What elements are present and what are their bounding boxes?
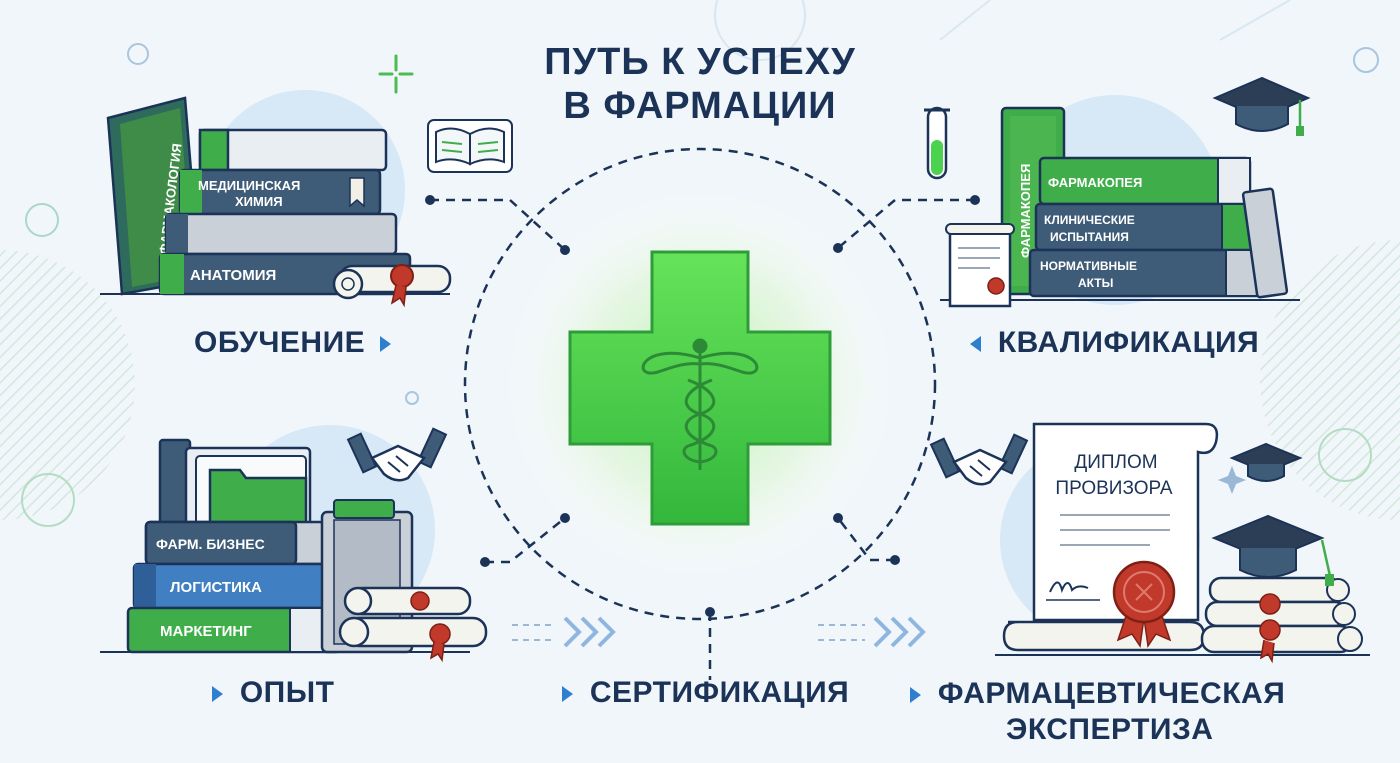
marketing-text: МАРКЕТИНГ xyxy=(160,623,252,640)
pharmacist-diploma: ДИПЛОМ ПРОВИЗОРА xyxy=(1002,422,1219,652)
pharmacopoeia-book-text: ФАРМАКОПЕЯ xyxy=(1048,175,1142,190)
anatomy-text: АНАТОМИЯ xyxy=(190,267,276,284)
stage-experience: ОПЫТ xyxy=(212,676,334,710)
stage-certification-label: СЕРТИФИКАЦИЯ xyxy=(589,676,850,709)
stage-expertise: ФАРМАЦЕВТИЧЕСКАЯ ЭКСПЕРТИЗА xyxy=(910,676,1285,748)
arrow-right-icon xyxy=(379,336,391,353)
graduation-cap-icon xyxy=(1212,76,1311,136)
title-line2: В ФАРМАЦИИ xyxy=(563,85,837,127)
page-title: ПУТЬ К УСПЕХУ В ФАРМАЦИИ xyxy=(0,40,1400,128)
folders-icon xyxy=(158,438,312,530)
graduation-cap-small-icon xyxy=(1229,442,1303,482)
arrow-right-icon xyxy=(562,686,573,703)
handshake-icon xyxy=(346,427,448,482)
connector-dots xyxy=(425,195,980,617)
stage-expertise-label-line1: ФАРМАЦЕВТИЧЕСКАЯ xyxy=(937,677,1286,710)
arrow-right-icon xyxy=(212,686,223,703)
medchem-line2: ХИМИЯ xyxy=(235,194,283,209)
background-decor xyxy=(0,0,1400,527)
normative-acts-line1: НОРМАТИВНЫЕ xyxy=(1040,259,1137,273)
stage-expertise-label-line2: ЭКСПЕРТИЗА xyxy=(1006,713,1214,746)
scrolls-icon xyxy=(338,586,488,663)
stage-qualification-label: КВАЛИФИКАЦИЯ xyxy=(997,326,1260,359)
expertise-illustration: ДИПЛОМ ПРОВИЗОРА xyxy=(929,422,1370,664)
stage-education: ОБУЧЕНИЕ xyxy=(194,326,391,360)
progress-chevrons-left xyxy=(512,616,616,648)
clinical-trials-line2: ИСПЫТАНИЯ xyxy=(1050,230,1129,244)
stage-certification: СЕРТИФИКАЦИЯ xyxy=(562,676,849,710)
title-line1: ПУТЬ К УСПЕХУ xyxy=(544,41,856,83)
experience-illustration: ФАРМ. БИЗНЕС ЛОГИСТИКА МАРКЕТИНГ xyxy=(100,425,488,663)
arrow-left-icon xyxy=(970,336,981,353)
education-illustration: ФАРМАКОЛОГИЯ МЕДИЦИНСКАЯ ХИМИЯ АНАТОМИЯ xyxy=(100,90,513,308)
pharm-business-text: ФАРМ. БИЗНЕС xyxy=(156,536,265,552)
stage-experience-label: ОПЫТ xyxy=(239,676,335,709)
certificate-scroll-icon xyxy=(945,223,1015,308)
central-emblem xyxy=(463,147,937,621)
qualification-illustration: ФАРМАКОПЕЯ ФАРМАКОПЕЯ КЛИНИЧЕСКИЕ ИСПЫТА… xyxy=(924,76,1311,308)
normative-acts-line2: АКТЫ xyxy=(1078,276,1113,290)
handshake-icon-right xyxy=(929,433,1029,486)
scroll-stack-icon xyxy=(1200,514,1363,664)
connectors xyxy=(430,198,975,680)
test-tube-icon xyxy=(924,106,950,180)
diploma-scroll-icon xyxy=(332,264,452,308)
open-book-icon xyxy=(427,119,513,173)
arrow-right-icon xyxy=(910,687,921,704)
diploma-line2: ПРОВИЗОРА xyxy=(1055,478,1172,499)
pharmacopoeia-spine-text: ФАРМАКОПЕЯ xyxy=(1018,164,1033,258)
stage-education-label: ОБУЧЕНИЕ xyxy=(194,326,366,359)
progress-chevrons-right xyxy=(818,616,926,648)
diploma-line1: ДИПЛОМ xyxy=(1074,452,1157,473)
medchem-line1: МЕДИЦИНСКАЯ xyxy=(198,178,300,193)
caduceus-icon xyxy=(641,338,759,470)
signature-icon xyxy=(1049,581,1089,594)
logistics-text: ЛОГИСТИКА xyxy=(170,579,262,596)
clinical-trials-line1: КЛИНИЧЕСКИЕ xyxy=(1044,213,1135,227)
stage-qualification: КВАЛИФИКАЦИЯ xyxy=(970,326,1259,360)
